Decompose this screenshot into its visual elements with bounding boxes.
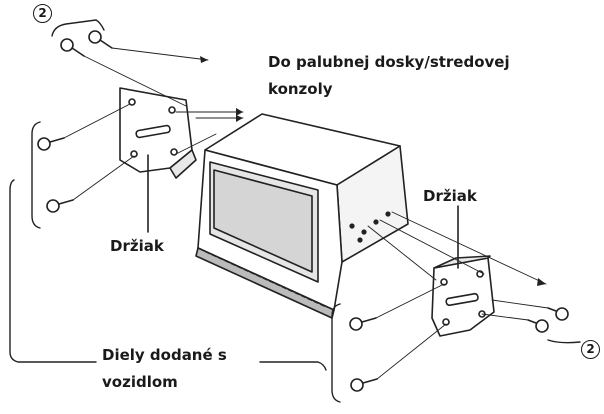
screws-left xyxy=(37,30,113,213)
supplied-parts-label-line2: vozidlom xyxy=(102,373,178,391)
bracket-left-drawing xyxy=(119,87,197,233)
destination-label-line2: konzoly xyxy=(268,80,333,98)
bracket-right-drawing xyxy=(431,205,495,337)
bracket-right-label: Držiak xyxy=(423,187,477,205)
destination-label-line1: Do palubnej dosky/stredovej xyxy=(268,53,510,71)
head-unit xyxy=(195,113,409,319)
assembly-guide-lines xyxy=(63,47,549,380)
supplied-parts-label-line1: Diely dodané s xyxy=(102,346,227,364)
arrowheads xyxy=(200,56,546,286)
brace-left xyxy=(9,121,97,363)
bracket-left-label: Držiak xyxy=(110,237,164,255)
callout-number-bottom: 2 xyxy=(581,340,600,359)
callout-number-top: 2 xyxy=(33,4,52,23)
brace-top xyxy=(51,19,105,37)
brace-right xyxy=(259,303,581,403)
screws-right xyxy=(349,307,569,392)
